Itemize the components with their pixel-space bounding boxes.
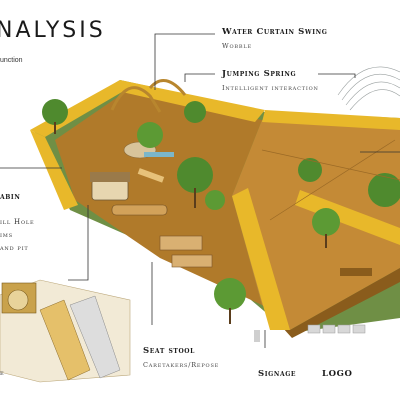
cabin-item-2: ims — [0, 231, 13, 239]
detail-inset — [0, 279, 131, 383]
logo-label: LOGO — [322, 369, 353, 379]
inset-label: e — [0, 369, 5, 377]
cabin-item-3: and pit — [0, 244, 29, 252]
water-curtain-swing-arch — [110, 86, 162, 113]
tree-icon-cluster — [42, 99, 400, 324]
path-diagonal — [232, 188, 290, 330]
jumping-spring-sub: Intelligent interaction — [222, 84, 319, 92]
water-channel — [144, 152, 174, 157]
slide — [137, 168, 165, 183]
path-left — [30, 130, 78, 210]
log-seat — [111, 204, 168, 216]
cabin-block — [91, 179, 129, 201]
logo-bench — [307, 324, 366, 334]
signage-post — [254, 330, 260, 342]
cabin-item-1: ill Hole — [0, 218, 35, 226]
bench-right — [340, 268, 372, 276]
leader-water-curtain — [154, 33, 215, 90]
seat-stool-deck — [159, 235, 203, 251]
path-top — [30, 80, 265, 137]
platform-crease — [261, 149, 400, 181]
cabin-roof — [90, 172, 130, 182]
cabin-label: abin — [0, 192, 21, 202]
page-title: NALYSIS — [0, 18, 106, 43]
seat-stool-label: Seat stool — [143, 346, 195, 356]
signage-label: Signage — [258, 369, 297, 379]
water-curtain-swing-sub: Wobble — [222, 42, 252, 50]
leader-jumping-spring-right — [318, 73, 356, 78]
water-curtain-swing-label: Water Curtain Swing — [222, 27, 328, 37]
seat-stool-sub: Caretakers/Repose — [143, 361, 220, 369]
play-ground-area — [55, 92, 262, 305]
water-curtain-swing-arch-2 — [148, 79, 187, 96]
platform-crease-2 — [269, 139, 396, 221]
jumping-spring-label: Jumping Spring — [222, 69, 297, 79]
path-right-edge — [262, 110, 400, 130]
page-subtitle: unction — [0, 57, 23, 64]
leader-jumping-spring — [184, 73, 215, 82]
leader-cabin-vertical — [68, 205, 89, 281]
seat-stool-deck-2 — [171, 254, 213, 268]
jumping-spring-icon — [337, 66, 400, 111]
path-right-lower — [295, 190, 400, 245]
